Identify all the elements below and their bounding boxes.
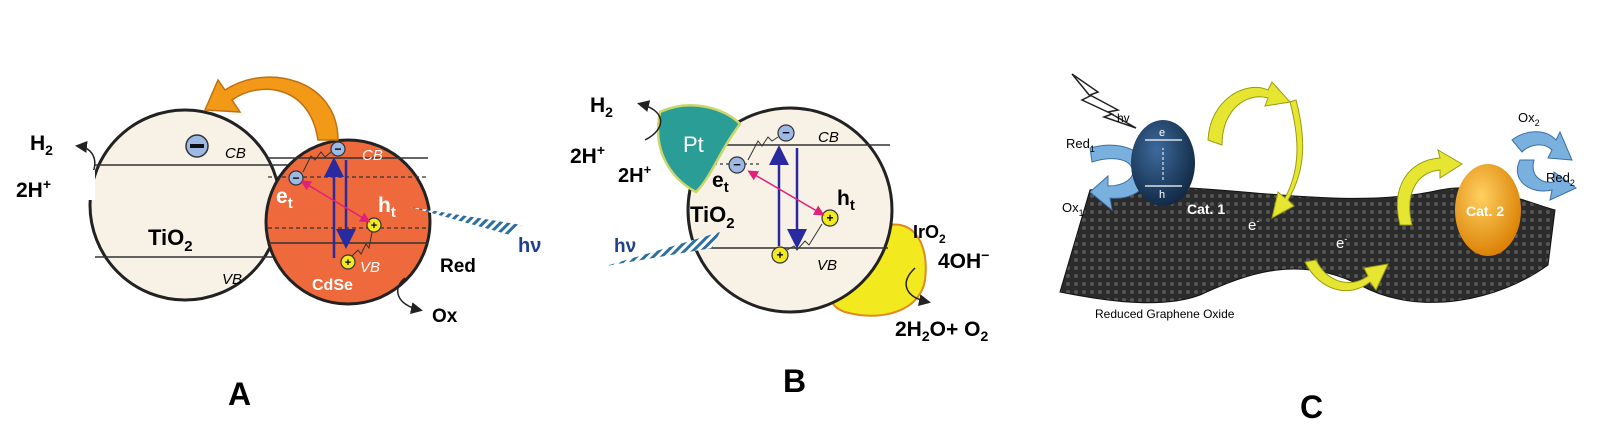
svg-text:−: − <box>334 142 341 156</box>
two-h-plus-label-b: 2H+ <box>570 142 605 168</box>
hole-icon-b-vb <box>771 246 789 264</box>
electron-icon-b-trap <box>728 156 746 174</box>
cdse-label: CdSe <box>312 277 353 294</box>
oh-label: 4OH− <box>938 247 989 273</box>
panel-a-letter: A <box>228 376 251 412</box>
graphene-label: Reduced Graphene Oxide <box>1095 307 1235 321</box>
svg-text:−: − <box>733 157 741 172</box>
cdse-cb-label: CB <box>362 147 383 164</box>
hv-label-b: hν <box>614 236 636 257</box>
panel-c: hv Red1 Ox1 e h Cat. 1 e- e- Cat. 2 Ox2 … <box>1059 73 1577 425</box>
svg-text:+: + <box>826 211 833 225</box>
svg-text:−: − <box>292 171 299 185</box>
svg-text:−: − <box>782 125 790 140</box>
pt-label: Pt <box>683 132 704 157</box>
svg-text:+: + <box>371 220 377 232</box>
cat2-particle <box>1455 164 1521 256</box>
pt-particle <box>656 104 742 194</box>
yellow-arrow-1 <box>1207 81 1291 146</box>
yellow-arrow-4 <box>1396 148 1463 226</box>
svg-text:+: + <box>776 248 783 262</box>
pink-arrow-a <box>300 180 371 223</box>
two-h-plus-pt-label: 2H+ <box>618 162 652 187</box>
reduction-arrow-b <box>637 100 662 141</box>
cat1-label: Cat. 1 <box>1187 201 1225 217</box>
hole-icon-vb <box>340 254 356 270</box>
yellow-arrow-3 <box>1304 259 1389 292</box>
electron-trap-label-b: et <box>712 169 729 196</box>
light-wedge-a <box>410 207 522 235</box>
electron-icon-cdse-top <box>330 141 346 157</box>
graphene-sheet <box>1059 186 1556 304</box>
panel-b: − − + + H2 2H+ Pt 2H+ CB et TiO2 ht VB h… <box>570 94 989 399</box>
tio2-sphere-a <box>88 108 282 302</box>
electron-icon-cdse-trap <box>288 170 304 186</box>
two-h-plus-label-a: 2H+ <box>16 176 51 202</box>
hole-trap-label-a: ht <box>378 194 396 221</box>
tio2-vb-label-a: VB <box>222 271 242 288</box>
electron-trap-label-a: et <box>276 185 293 212</box>
cdse-vb-label: VB <box>360 259 380 276</box>
ox1-label: Ox1 <box>1062 200 1084 218</box>
hv-label-c: hv <box>1117 111 1130 125</box>
oxidation-arrow-a <box>396 277 423 315</box>
ox2-red2-arrow-tail <box>1516 159 1577 201</box>
hv-label-a: hν <box>518 235 541 257</box>
lightning-icon <box>1071 73 1137 129</box>
ox2-red2-arrow <box>1511 130 1573 161</box>
cat2-label: Cat. 2 <box>1466 203 1504 219</box>
red1-label: Red1 <box>1066 136 1095 154</box>
ox2-label: Ox2 <box>1518 110 1540 128</box>
oxidation-arrow-b <box>905 267 931 307</box>
red-label-a: Red <box>440 256 476 277</box>
yellow-arrow-2 <box>1271 99 1304 219</box>
hole-trap-label-b: ht <box>837 187 855 214</box>
pink-arrow-b <box>747 170 825 216</box>
hole-icon-b-trap <box>821 209 839 227</box>
panel-a: − − + + H2 2H+ CB TiO2 VB CB et ht VB Cd… <box>16 76 541 412</box>
tio2-label-b: TiO2 <box>690 202 735 232</box>
panel-b-letter: B <box>783 363 806 399</box>
svg-text:+: + <box>345 257 351 269</box>
water-oxygen-label: 2H2O+ O2 <box>895 318 988 344</box>
tio2-label-a: TiO2 <box>148 225 193 255</box>
red2-label: Red2 <box>1546 170 1575 188</box>
tio2-cb-label-a: CB <box>225 145 246 162</box>
vb-label-b: VB <box>817 257 837 274</box>
cat1-e-level: e <box>1159 127 1165 139</box>
light-wedge-b <box>606 232 720 266</box>
electron-transfer-arrow <box>203 76 339 141</box>
electron-label-1: e- <box>1248 216 1259 234</box>
cat1-h-level: h <box>1159 189 1165 201</box>
cb-label-b: CB <box>818 129 839 146</box>
iro2-label: IrO2 <box>913 222 946 246</box>
panel-c-letter: C <box>1300 389 1323 425</box>
h2-label-a: H2 <box>30 132 53 158</box>
h2-label-b: H2 <box>590 94 613 120</box>
electron-icon-b-top <box>777 124 795 142</box>
ox-label-a: Ox <box>432 306 458 327</box>
electron-label-2: e- <box>1336 234 1347 252</box>
